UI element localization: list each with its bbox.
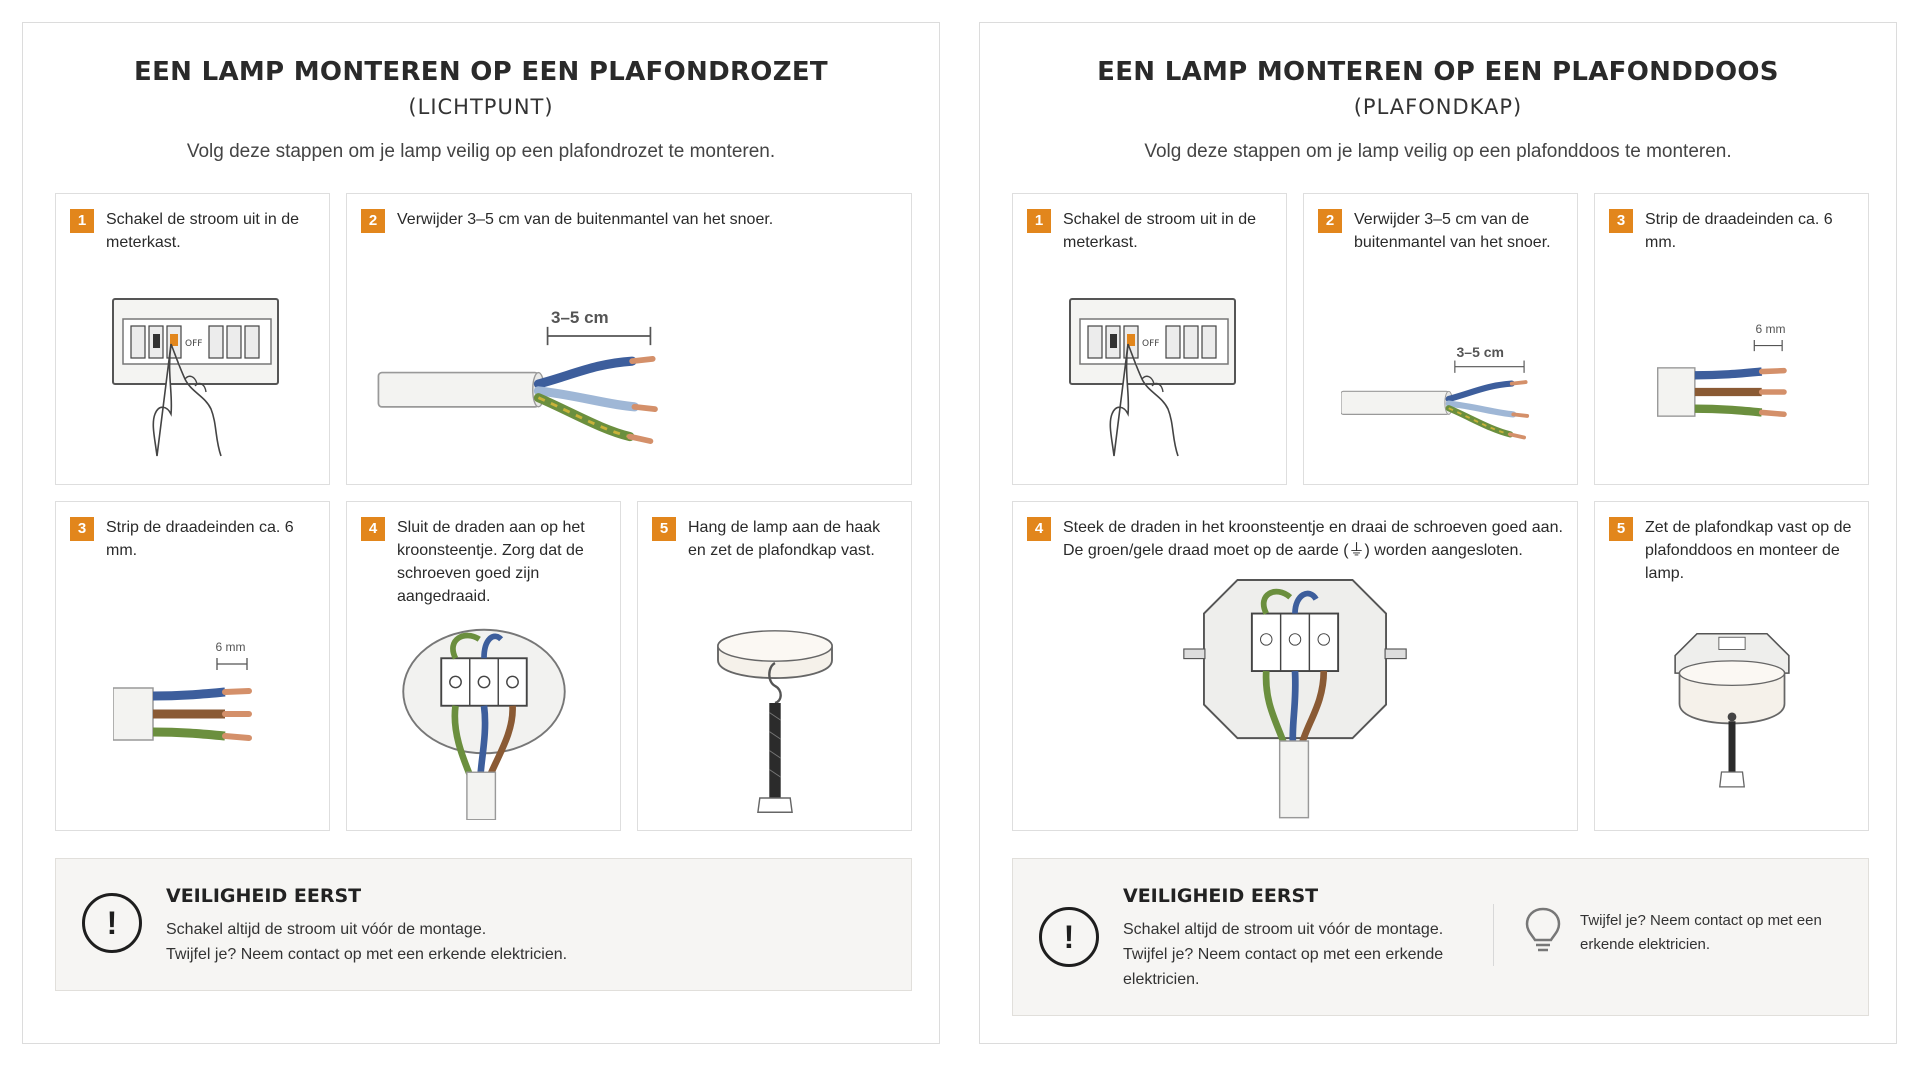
step-number-badge: 3 <box>70 517 94 541</box>
connector-illustration <box>347 620 620 820</box>
page-subtitle: (PLAFONDKAP) <box>1353 95 1523 119</box>
step-text: Strip de draadeinden ca. 6 mm. <box>106 519 294 559</box>
step-card-4: 4 Steek de draden in het kroonsteentje e… <box>1012 501 1578 831</box>
safety-box: ! VEILIGHEID EERST Schakel altijd de str… <box>1012 858 1869 1016</box>
step-number-badge: 2 <box>361 209 385 233</box>
step-text: Hang de lamp aan de haak en zet de plafo… <box>688 519 881 559</box>
page-title: EEN LAMP MONTEREN OP EEN PLAFONDDOOS <box>1097 57 1779 87</box>
divider <box>1493 904 1494 966</box>
safety-title: VEILIGHEID EERST <box>1123 885 1319 907</box>
fuse-box-illustration <box>1013 274 1286 474</box>
step-card-1: 1 Schakel de stroom uit in de meterkast. <box>1012 193 1287 485</box>
step-card-4: 4 Sluit de draden aan op het kroonsteent… <box>346 501 621 831</box>
step-card-3: 3 Strip de draadeinden ca. 6 mm. 6 mm <box>1594 193 1869 485</box>
step-card-2: 2 Verwijder 3–5 cm van de buitenmantel v… <box>1303 193 1578 485</box>
step-number-badge: 4 <box>361 517 385 541</box>
step-number-badge: 3 <box>1609 209 1633 233</box>
ceiling-box-connector-illustration <box>1013 570 1577 820</box>
page-title: EEN LAMP MONTEREN OP EEN PLAFONDROZET <box>134 57 828 87</box>
step-card-3: 3 Strip de draadeinden ca. 6 mm. 6 mm <box>55 501 330 831</box>
safety-text-line-1: Schakel altijd de stroom uit vóór de mon… <box>166 921 487 938</box>
wire-strip-illustration: 6 mm <box>56 630 329 770</box>
fuse-box-illustration <box>56 274 329 474</box>
step-text: Verwijder 3–5 cm van de buitenmantel van… <box>397 211 774 228</box>
intro-text: Volg deze stappen om je lamp veilig op e… <box>1144 141 1732 162</box>
safety-text-line-2: Twijfel je? Neem contact op met een erke… <box>1123 946 1444 988</box>
right-guide-panel: EEN LAMP MONTEREN OP EEN PLAFONDDOOS (PL… <box>979 22 1897 1044</box>
strip-length-label: 3–5 cm <box>1456 344 1504 360</box>
step-text: Strip de draadeinden ca. 6 mm. <box>1645 211 1833 251</box>
strip-wire-label: 6 mm <box>215 640 246 654</box>
exclamation-circle-icon: ! <box>82 893 142 953</box>
safety-box: ! VEILIGHEID EERST Schakel altijd de str… <box>55 858 912 991</box>
step-text: Sluit de draden aan op het kroonsteentje… <box>397 519 585 605</box>
step-text: Zet de plafondkap vast op de plafonddoos… <box>1645 519 1852 582</box>
lightbulb-icon <box>1523 905 1563 960</box>
left-guide-panel: EEN LAMP MONTEREN OP EEN PLAFONDROZET (L… <box>22 22 940 1044</box>
safety-title: VEILIGHEID EERST <box>166 885 362 907</box>
step-number-badge: 5 <box>1609 517 1633 541</box>
step-number-badge: 5 <box>652 517 676 541</box>
step-card-2: 2 Verwijder 3–5 cm van de buitenmantel v… <box>346 193 912 485</box>
cable-illustration: 3–5 cm <box>1304 344 1577 454</box>
step-number-badge: 4 <box>1027 517 1051 541</box>
intro-text: Volg deze stappen om je lamp veilig op e… <box>186 141 776 162</box>
step-number-badge: 2 <box>1318 209 1342 233</box>
exclamation-circle-icon: ! <box>1039 907 1099 967</box>
step-number-badge: 1 <box>70 209 94 233</box>
strip-length-label: 3–5 cm <box>551 308 609 327</box>
wire-strip-illustration: 6 mm <box>1595 314 1868 444</box>
cable-illustration: 3–5 cm <box>347 304 911 464</box>
page-subtitle: (LICHTPUNT) <box>408 95 554 119</box>
ceiling-cap-illustration <box>1595 625 1868 800</box>
tip-text: Twijfel je? Neem contact op met een erke… <box>1580 912 1822 953</box>
safety-text-line-2: Twijfel je? Neem contact op met een erke… <box>166 946 568 963</box>
step-number-badge: 1 <box>1027 209 1051 233</box>
step-card-5: 5 Hang de lamp aan de haak en zet de pla… <box>637 501 912 831</box>
strip-wire-label: 6 mm <box>1755 322 1786 336</box>
step-card-5: 5 Zet de plafondkap vast op de plafonddo… <box>1594 501 1869 831</box>
step-text: Schakel de stroom uit in de meterkast. <box>106 211 299 251</box>
safety-text-line-1: Schakel altijd de stroom uit vóór de mon… <box>1123 921 1444 938</box>
step-text: Verwijder 3–5 cm van de buitenmantel van… <box>1354 211 1551 251</box>
step-text: Schakel de stroom uit in de meterkast. <box>1063 211 1256 251</box>
step-card-1: 1 Schakel de stroom uit in de meterkast. <box>55 193 330 485</box>
hanging-lamp-illustration <box>638 605 911 820</box>
step-text: Steek de draden in het kroonsteentje en … <box>1063 519 1563 559</box>
